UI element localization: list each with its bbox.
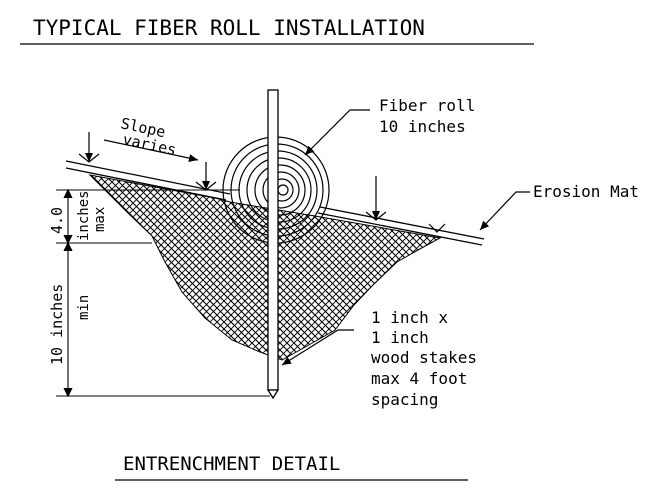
erosion-mat-label: Erosion Mat	[533, 182, 639, 201]
stake-leader	[281, 329, 354, 366]
fiber-roll-label-line2: 10 inches	[379, 117, 466, 136]
stake-label-line3: wood stakes	[371, 348, 477, 367]
wood-stake	[266, 89, 280, 400]
dim-upper-unit: inches	[76, 190, 92, 241]
dim-upper-value: 4.0	[48, 207, 66, 234]
slope-label-line2: varies	[121, 130, 178, 159]
dim-lower-value: 10 inches	[48, 284, 66, 365]
erosion-mat-line	[319, 206, 485, 240]
dim-lower-qual: min	[76, 295, 92, 320]
erosion-mat-leader	[479, 191, 530, 231]
fiber-roll-leader	[304, 109, 370, 156]
slope-arrow	[103, 139, 199, 163]
stake-label-line4: max 4 foot	[371, 369, 467, 388]
erosion-mat-line-lower	[317, 212, 483, 246]
dim-upper-qual: max	[92, 207, 108, 232]
stake-label-line5: spacing	[371, 390, 438, 409]
ground-line-left-lower	[65, 167, 227, 201]
trench-soil	[88, 174, 442, 361]
stake-label-line2: 1 inch	[371, 328, 429, 347]
subtitle: ENTRENCHMENT DETAIL	[123, 453, 340, 475]
dimension-lines	[56, 188, 270, 398]
stake-label-line1: 1 inch x	[371, 308, 448, 327]
fiber-roll-label-line1: Fiber roll	[379, 96, 475, 115]
title: TYPICAL FIBER ROLL INSTALLATION	[33, 16, 425, 40]
